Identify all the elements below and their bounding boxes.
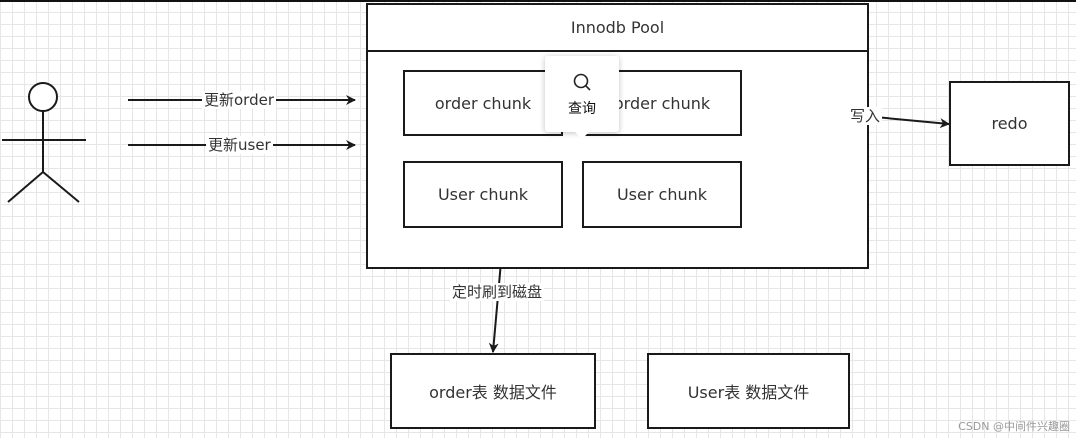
order-data-file: order表 数据文件 bbox=[390, 353, 596, 429]
actor-icon bbox=[2, 82, 86, 203]
user-chunk-left: User chunk bbox=[403, 161, 563, 228]
innodb-pool: Innodb Pool bbox=[366, 3, 869, 269]
edge-label-update-order: 更新order bbox=[202, 91, 276, 109]
redo-box: redo bbox=[949, 81, 1070, 166]
edge-label-write: 写入 bbox=[848, 107, 883, 125]
user-chunk-right: User chunk bbox=[582, 161, 742, 228]
edge-label-update-user: 更新user bbox=[206, 136, 273, 154]
tooltip-pointer bbox=[574, 131, 590, 139]
top-border bbox=[0, 0, 1076, 2]
user-data-file: User表 数据文件 bbox=[647, 353, 850, 429]
pool-title: Innodb Pool bbox=[368, 5, 867, 52]
search-tooltip-label[interactable]: 查询 bbox=[568, 101, 596, 117]
search-icon[interactable] bbox=[572, 72, 592, 92]
edge-label-flush: 定时刷到磁盘 bbox=[450, 283, 545, 301]
watermark: CSDN @中间件兴趣圈 bbox=[958, 420, 1070, 433]
search-tooltip[interactable]: 查询 bbox=[545, 56, 619, 139]
order-chunk-left: order chunk bbox=[403, 70, 563, 136]
